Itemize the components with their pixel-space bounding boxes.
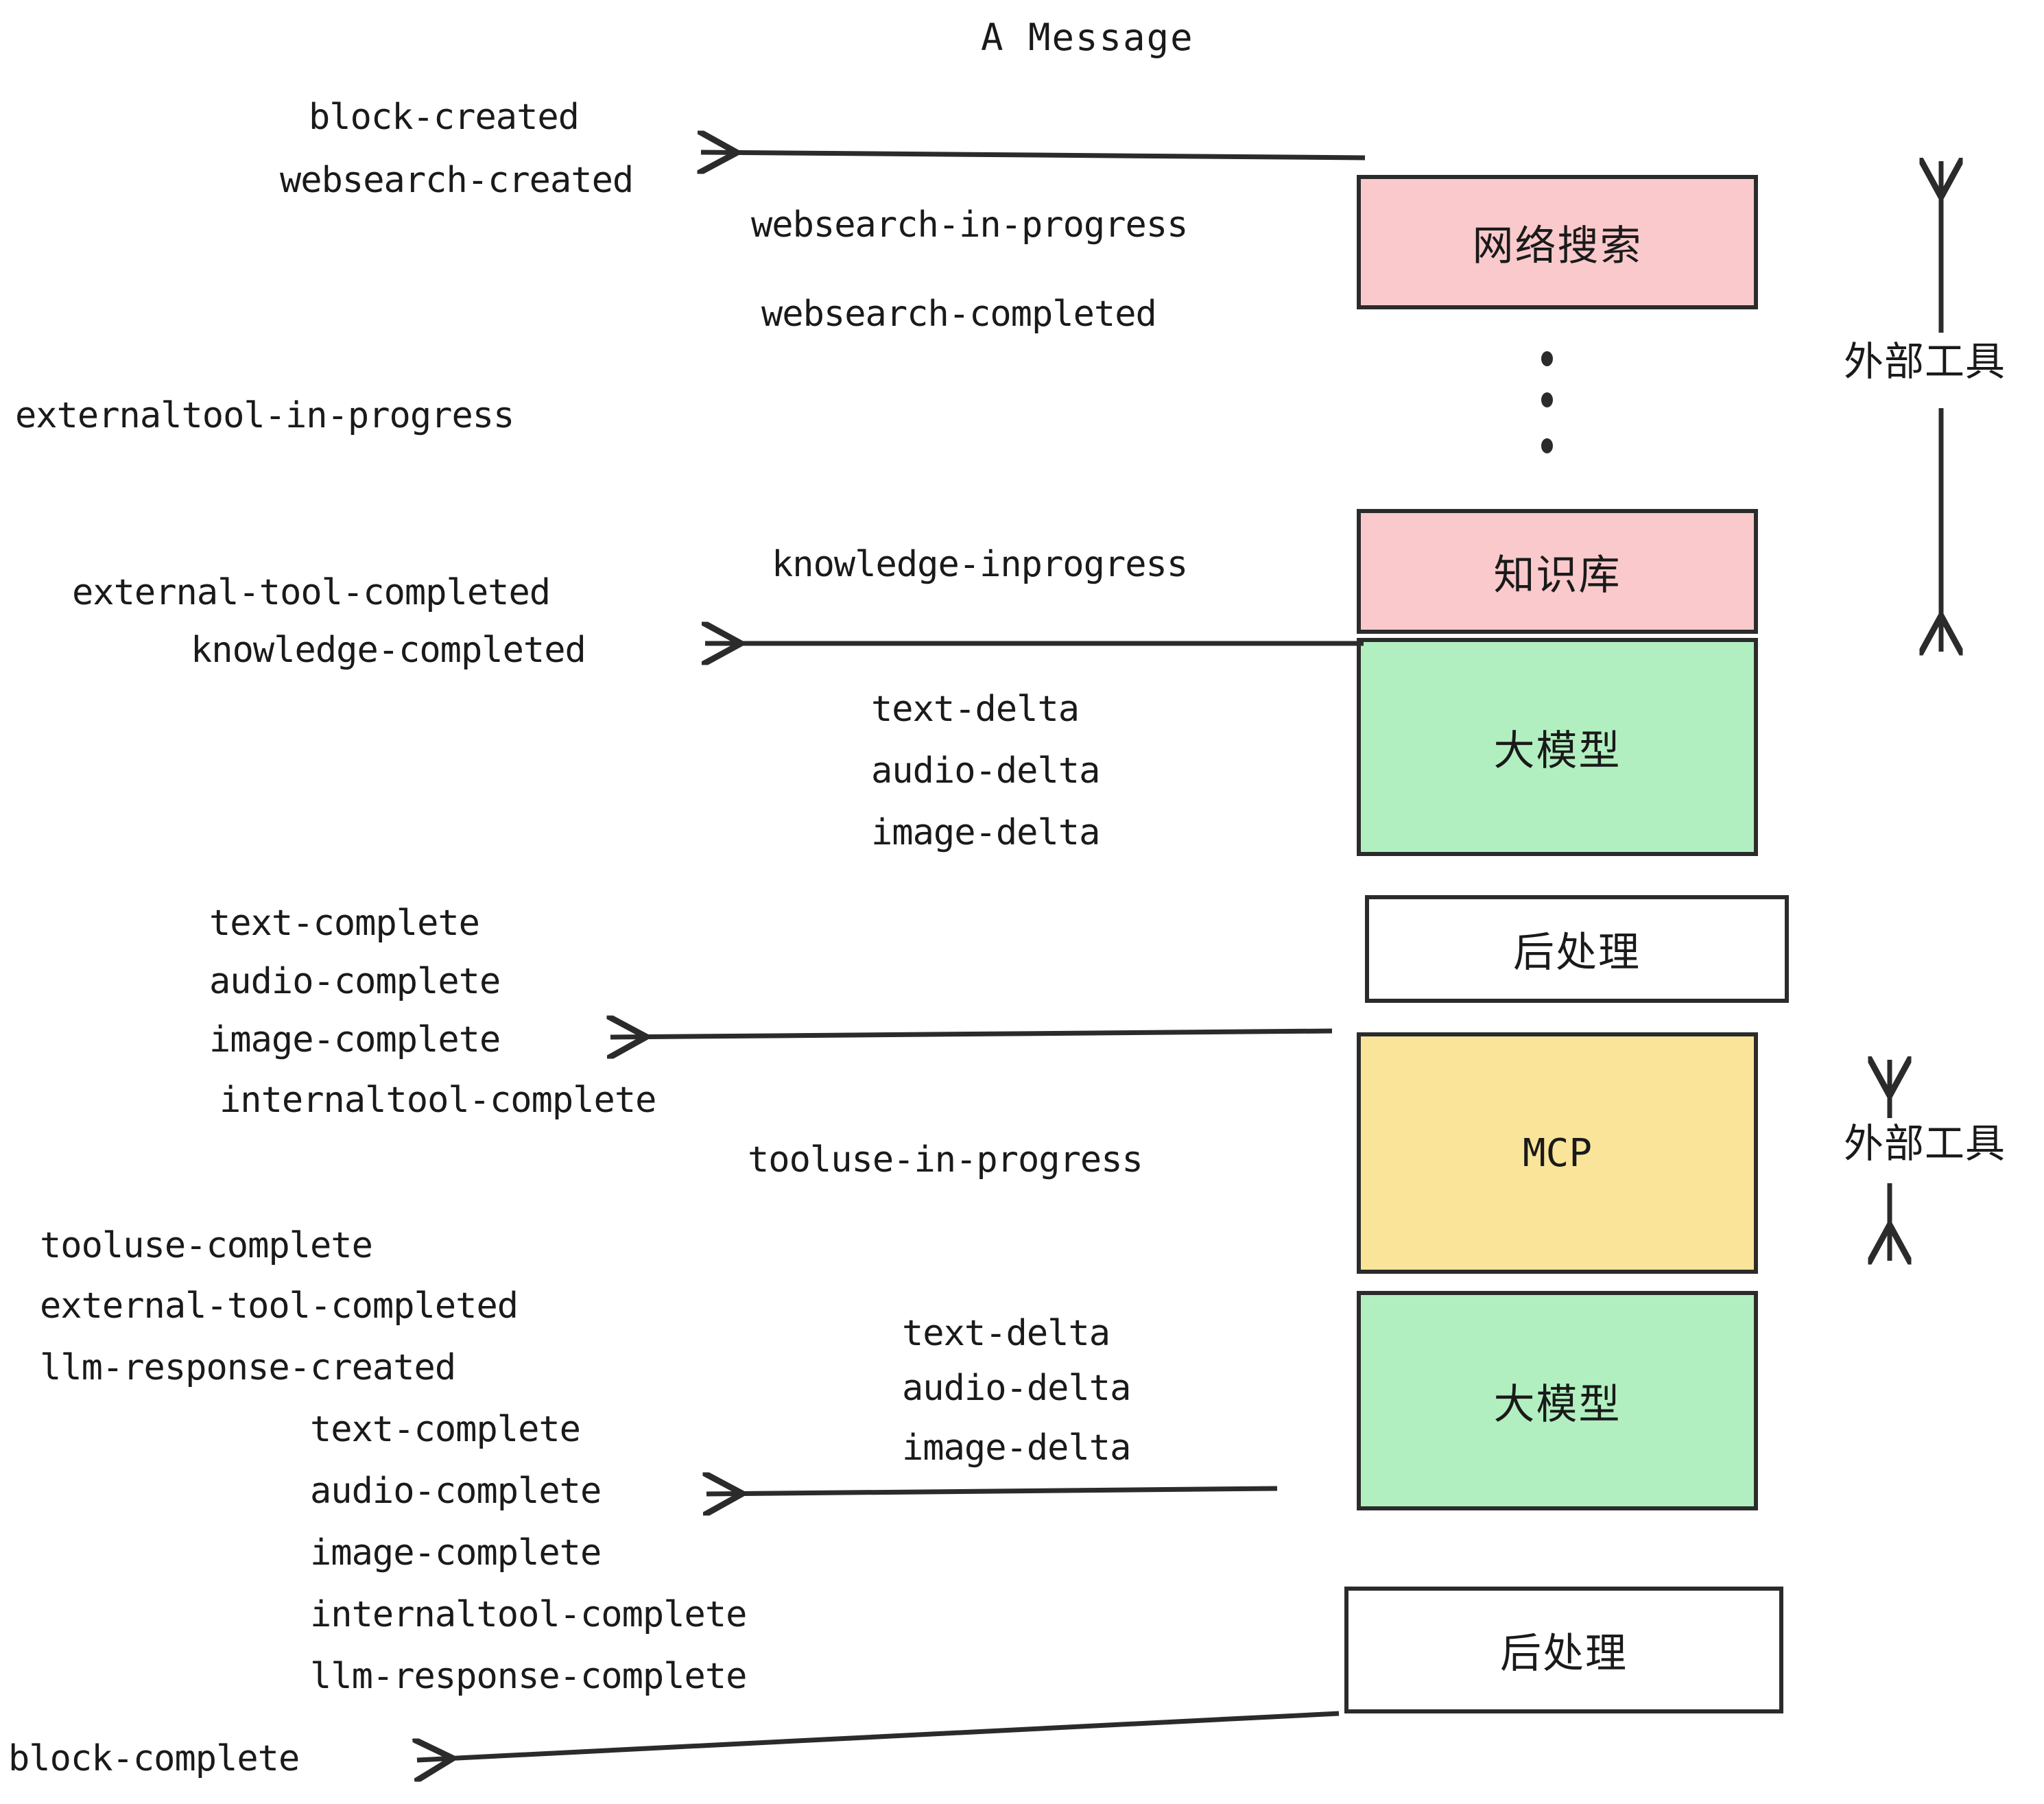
event-label-external-tool-completed-1: external-tool-completed	[72, 572, 551, 613]
event-label-knowledge-inprogress: knowledge-inprogress	[772, 544, 1188, 585]
page-title: A Message	[981, 16, 1194, 59]
arrow-websearch-to-created	[701, 152, 1366, 158]
event-label-audio-complete-2: audio-complete	[310, 1471, 602, 1512]
event-label-websearch-in-progress: websearch-in-progress	[751, 204, 1188, 246]
node-llm-2[interactable]: 大模型	[1357, 1291, 1758, 1510]
event-label-websearch-completed: websearch-completed	[761, 294, 1157, 335]
event-label-block-created: block-created	[309, 97, 580, 138]
node-postprocess-1[interactable]: 后处理	[1365, 895, 1789, 1003]
side-label-external-tool-top: 外部工具	[1844, 338, 2006, 385]
node-websearch[interactable]: 网络搜索	[1357, 175, 1758, 309]
event-label-internaltool-complete-2: internaltool-complete	[310, 1594, 747, 1635]
ellipsis-dot	[1541, 438, 1553, 453]
node-postprocess-2[interactable]: 后处理	[1344, 1587, 1783, 1713]
node-knowledge[interactable]: 知识库	[1357, 509, 1758, 634]
arrow-llm2-to-audio-complete	[706, 1488, 1278, 1494]
event-label-text-complete-2: text-complete	[310, 1409, 581, 1450]
event-label-audio-complete-1: audio-complete	[209, 961, 501, 1002]
event-label-externaltool-in-progress: externaltool-in-progress	[15, 395, 514, 436]
event-label-image-complete-1: image-complete	[209, 1019, 501, 1060]
event-label-audio-delta-2: audio-delta	[902, 1368, 1131, 1409]
event-label-text-delta-1: text-delta	[871, 689, 1080, 730]
event-label-audio-delta-1: audio-delta	[871, 750, 1100, 792]
arrow-postprocess1-to-image-complete	[610, 1031, 1333, 1037]
event-label-tooluse-in-progress: tooluse-in-progress	[748, 1139, 1143, 1180]
event-label-text-delta-2: text-delta	[902, 1313, 1110, 1354]
arrow-postprocess2-to-block-complete	[417, 1711, 1340, 1760]
event-label-llm-response-created: llm-response-created	[40, 1347, 456, 1388]
event-label-image-complete-2: image-complete	[310, 1532, 602, 1574]
side-label-external-tool-bottom: 外部工具	[1844, 1120, 2006, 1167]
event-label-tooluse-complete: tooluse-complete	[40, 1225, 373, 1266]
event-label-knowledge-completed: knowledge-completed	[191, 630, 586, 671]
ellipsis-dot	[1541, 351, 1553, 366]
node-llm-1[interactable]: 大模型	[1357, 638, 1758, 856]
event-label-external-tool-completed-2: external-tool-completed	[40, 1285, 519, 1327]
ellipsis-dot	[1541, 392, 1553, 407]
event-label-text-complete-1: text-complete	[209, 903, 480, 944]
event-label-websearch-created: websearch-created	[280, 160, 634, 201]
event-label-image-delta-1: image-delta	[871, 812, 1100, 853]
event-label-llm-response-complete: llm-response-complete	[310, 1656, 747, 1697]
event-label-block-complete: block-complete	[8, 1738, 300, 1779]
node-mcp[interactable]: MCP	[1357, 1032, 1758, 1274]
event-label-image-delta-2: image-delta	[902, 1427, 1131, 1469]
event-label-internaltool-complete-1: internaltool-complete	[219, 1080, 656, 1121]
